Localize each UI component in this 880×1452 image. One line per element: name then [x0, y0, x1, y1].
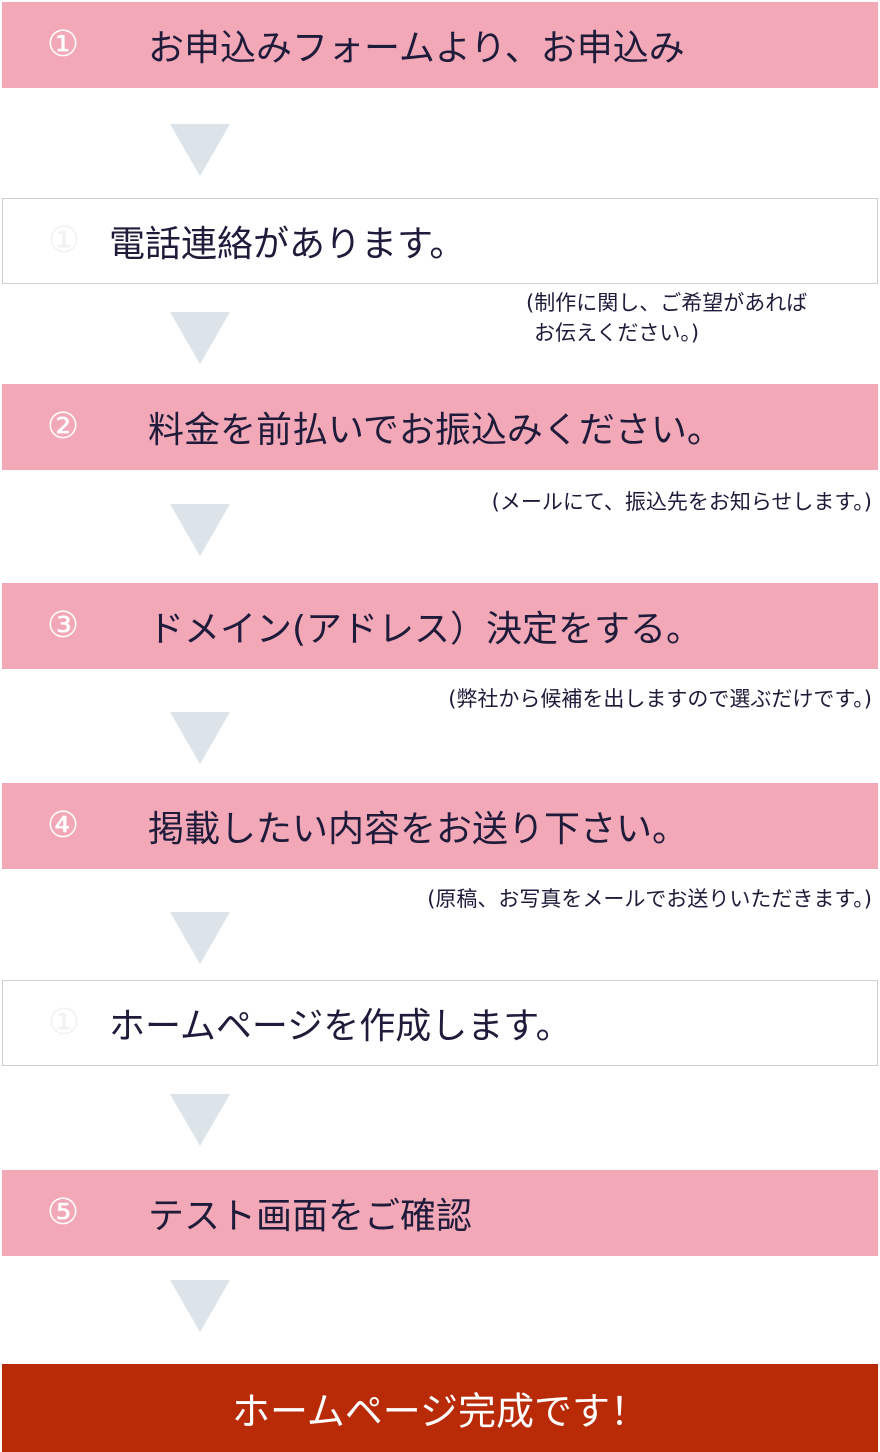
step-label: ホームページを作成します。 [109, 1006, 572, 1047]
down-arrow-icon [170, 312, 230, 364]
step-note: (弊社から候補を出しますので選ぶだけです。) [448, 687, 872, 711]
step-number: ④ [46, 805, 80, 846]
step-phone-contact: ① 電話連絡があります。 [2, 198, 878, 284]
step-label: 電話連絡があります。 [109, 224, 466, 265]
step-send-content: ④ 掲載したい内容をお送り下さい。 [2, 783, 878, 869]
down-arrow-icon [170, 1094, 230, 1146]
step-number: ② [46, 406, 80, 447]
down-arrow-icon [170, 712, 230, 764]
note-line: (制作に関し、ご希望があれば [526, 291, 808, 315]
note-line: お伝えください。) [534, 321, 700, 345]
step-label: お申込みフォームより、お申込み [148, 28, 685, 69]
down-arrow-icon [170, 124, 230, 176]
step-domain: ③ ドメイン(アドレス）決定をする。 [2, 583, 878, 669]
down-arrow-icon [170, 912, 230, 964]
step-number: ① [47, 220, 81, 261]
step-label: 掲載したい内容をお送り下さい。 [148, 809, 689, 850]
step-note: (原稿、お写真をメールでお送りいただきます。) [427, 887, 872, 911]
step-label: 料金を前払いでお振込みください。 [148, 410, 723, 451]
completion-label: ホームページ完成です！ [231, 1389, 649, 1434]
step-label: テスト画面をご確認 [148, 1196, 473, 1237]
step-label: ドメイン(アドレス）決定をする。 [148, 609, 703, 650]
step-apply: ① お申込みフォームより、お申込み [2, 2, 878, 88]
completion-banner: ホームページ完成です！ [2, 1364, 878, 1452]
step-note: (メールにて、振込先をお知らせします。) [491, 490, 872, 514]
step-note: (制作に関し、ご希望があれば お伝えください。) [526, 288, 807, 348]
down-arrow-icon [170, 504, 230, 556]
down-arrow-icon [170, 1280, 230, 1332]
step-test-review: ⑤ テスト画面をご確認 [2, 1170, 878, 1256]
step-prepayment: ② 料金を前払いでお振込みください。 [2, 384, 878, 470]
step-number: ① [47, 1002, 81, 1043]
step-number: ⑤ [46, 1192, 80, 1233]
step-number: ③ [46, 605, 80, 646]
step-number: ① [46, 24, 80, 65]
step-create-site: ① ホームページを作成します。 [2, 980, 878, 1066]
